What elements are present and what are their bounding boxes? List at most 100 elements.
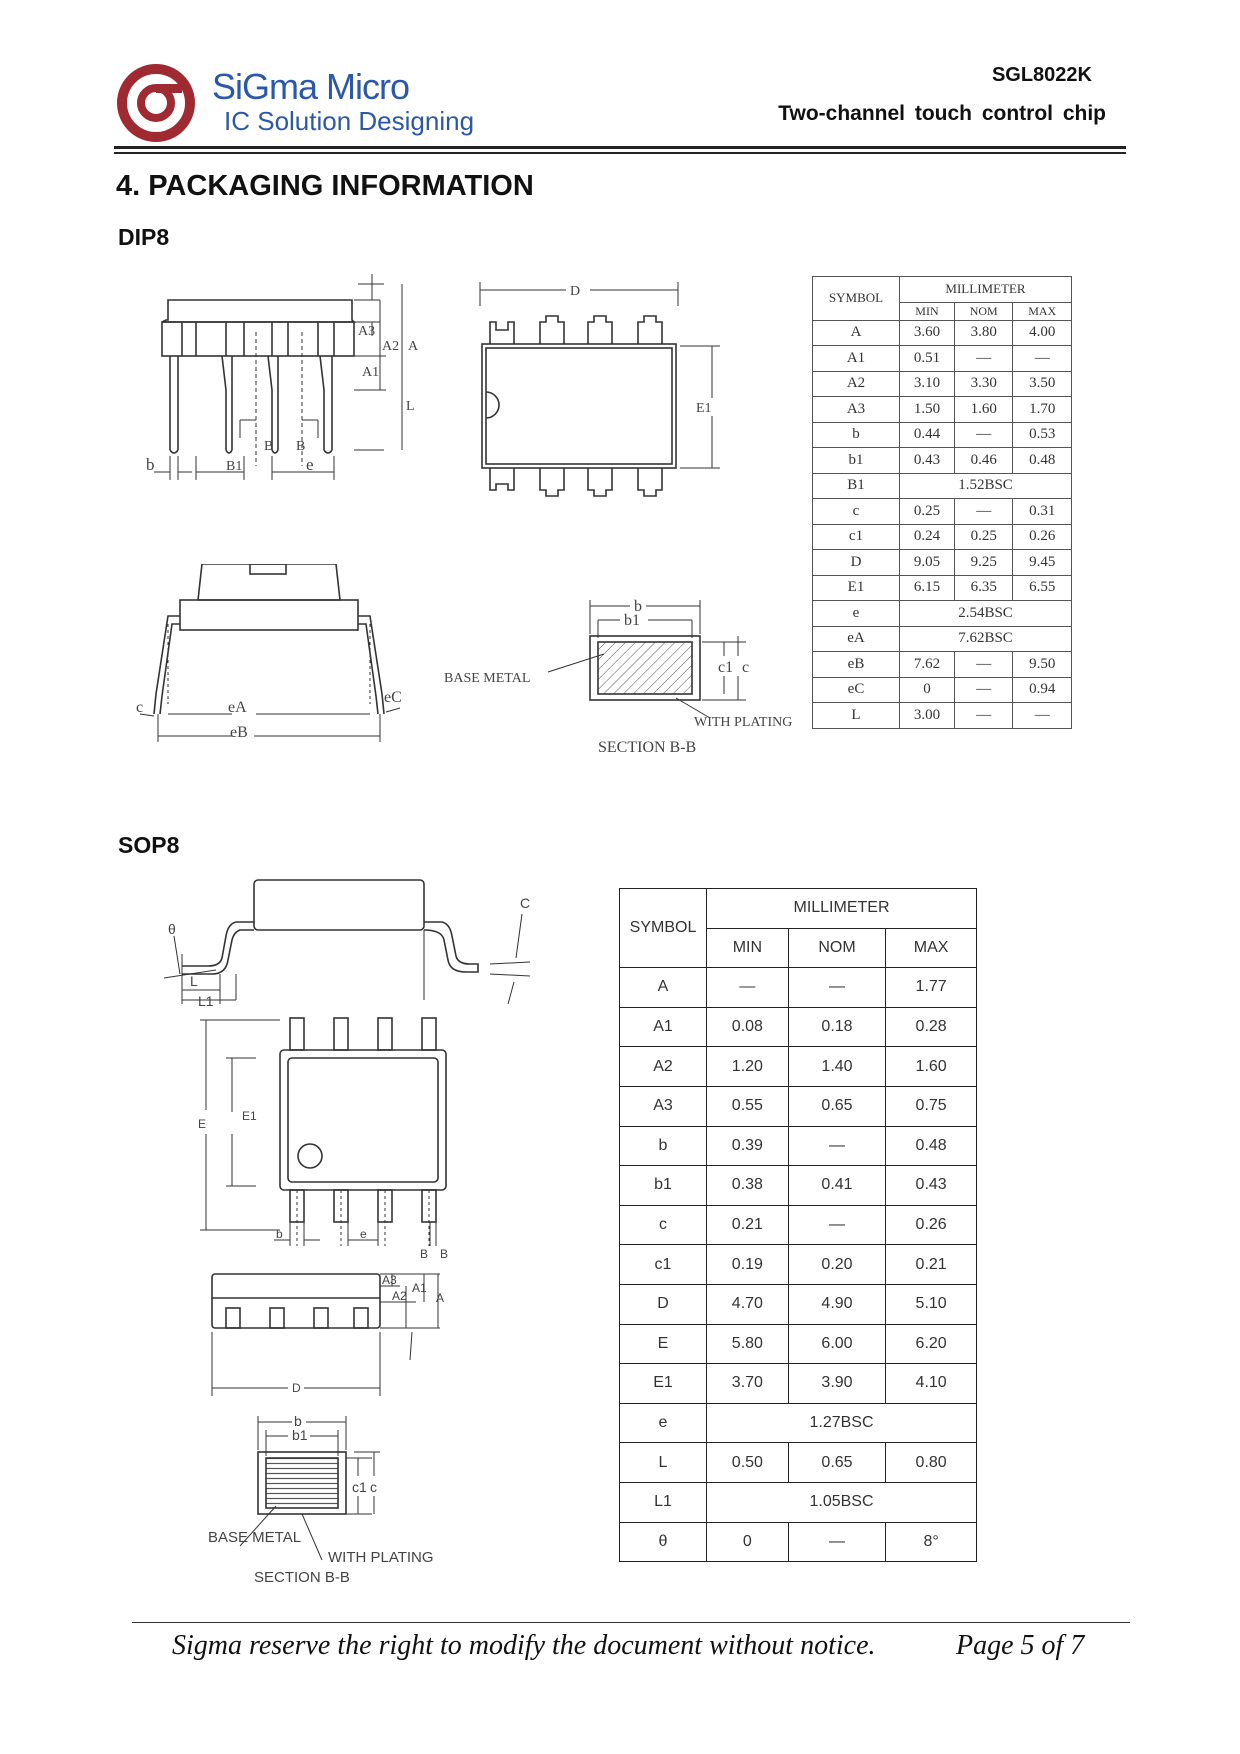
sop8-title: SOP8 <box>118 832 180 858</box>
cell-min: 0.55 <box>706 1085 789 1127</box>
cell-symbol: eA <box>812 625 900 652</box>
cell-min: 0.19 <box>706 1244 789 1285</box>
cell-min: — <box>706 967 789 1008</box>
footer-rule <box>132 1622 1130 1623</box>
sop8-section-bb-drawing: b b1 c1 c BASE METAL WITH PLATING SECTIO… <box>208 1413 434 1582</box>
cell-max: 6.20 <box>885 1323 977 1365</box>
cell-max: 3.50 <box>1012 370 1072 397</box>
cell-symbol: D <box>812 549 900 576</box>
cell-min: 6.15 <box>899 574 955 601</box>
cell-nom: — <box>787 1125 887 1167</box>
cell-nom: 3.30 <box>953 370 1014 397</box>
cell-symbol: e <box>812 600 900 627</box>
cell-symbol: L <box>619 1442 707 1483</box>
cell-min: 0.24 <box>899 523 955 550</box>
unit-header: MILLIMETER <box>899 276 1072 303</box>
dip-label-c: c <box>136 699 143 716</box>
sop-sec-label-c: c <box>370 1479 377 1495</box>
cell-nom: 0.20 <box>787 1244 887 1285</box>
cell-bsc: 1.05BSC <box>706 1481 977 1523</box>
cell-symbol: B1 <box>812 472 900 499</box>
sop-sec-label-b1: b1 <box>292 1427 308 1443</box>
col-header-min: MIN <box>899 301 955 321</box>
cell-symbol: E <box>619 1323 707 1365</box>
cell-nom: — <box>953 498 1014 525</box>
cell-bsc: 7.62BSC <box>899 625 1072 652</box>
dip-label-e: e <box>306 455 314 474</box>
cell-symbol: A2 <box>812 370 900 397</box>
cell-min: 0.39 <box>706 1125 789 1167</box>
cell-symbol: b <box>812 421 900 448</box>
cell-nom: 3.90 <box>787 1363 887 1404</box>
cell-symbol: eB <box>812 651 900 678</box>
company-tagline: IC Solution Designing <box>224 106 475 136</box>
dip-sec-label-c: c <box>742 659 749 676</box>
cell-max: 1.77 <box>885 967 977 1008</box>
cell-bsc: 2.54BSC <box>899 600 1072 627</box>
sop8-side-view-drawing: θ C L L1 <box>163 879 530 1008</box>
cell-nom: 3.80 <box>953 319 1014 346</box>
footer-disclaimer: Sigma reserve the right to modify the do… <box>172 1630 876 1661</box>
cell-nom: — <box>953 676 1014 703</box>
cell-min: 0 <box>706 1521 789 1563</box>
cell-max: — <box>1012 702 1072 729</box>
cell-min: 0.21 <box>706 1204 789 1246</box>
table-header-row: SYMBOL MILLIMETER <box>812 276 1072 321</box>
cell-symbol: c1 <box>619 1244 707 1285</box>
dip-sec-label-b1: b1 <box>624 612 640 629</box>
company-name: SiGma Micro <box>212 66 410 107</box>
cell-nom: 1.60 <box>953 396 1014 423</box>
cell-max: 0.31 <box>1012 498 1072 525</box>
cell-nom: 0.65 <box>787 1442 887 1483</box>
col-header-nom: NOM <box>953 301 1014 321</box>
section-title: 4. PACKAGING INFORMATION <box>116 170 534 202</box>
cell-max: 0.94 <box>1012 676 1072 703</box>
dip-label-base-metal: BASE METAL <box>444 671 530 686</box>
cell-max: 4.10 <box>885 1363 977 1404</box>
page-number: Page 5 of 7 <box>956 1630 1085 1661</box>
cell-max: 0.21 <box>885 1244 977 1285</box>
cell-max: 0.48 <box>885 1125 977 1167</box>
cell-max: 0.26 <box>1012 523 1072 550</box>
dip-label-section: SECTION B-B <box>598 739 696 756</box>
cell-symbol: A1 <box>619 1006 707 1048</box>
sop-label-e1: E1 <box>242 1109 257 1123</box>
dip-label-a1: A1 <box>362 365 379 380</box>
cell-min: 0.50 <box>706 1442 789 1483</box>
sop-label-a: A <box>436 1291 444 1305</box>
cell-nom: — <box>787 1204 887 1246</box>
cell-nom: 0.41 <box>787 1165 887 1206</box>
cell-nom: — <box>953 421 1014 448</box>
cell-max: 9.50 <box>1012 651 1072 678</box>
cell-max: 5.10 <box>885 1283 977 1325</box>
cell-symbol: eC <box>812 676 900 703</box>
cell-symbol: E1 <box>812 574 900 601</box>
dip-label-a3: A3 <box>358 324 375 339</box>
cell-symbol: D <box>619 1283 707 1325</box>
sop-label-b-left: B <box>420 1247 428 1260</box>
dip-label-ec: eC <box>384 689 402 706</box>
header-rule <box>114 146 1126 149</box>
cell-nom: 0.18 <box>787 1006 887 1048</box>
sop-label-e: E <box>198 1117 206 1131</box>
header-rule-secondary <box>114 152 1126 154</box>
dip8-side-view-drawing: A3 A2 A A1 L b B1 B B e <box>146 274 419 480</box>
cell-max: 4.00 <box>1012 319 1072 346</box>
cell-min: 1.50 <box>899 396 955 423</box>
cell-nom: 0.65 <box>787 1085 887 1127</box>
sop-label-with-plating: WITH PLATING <box>328 1549 434 1566</box>
